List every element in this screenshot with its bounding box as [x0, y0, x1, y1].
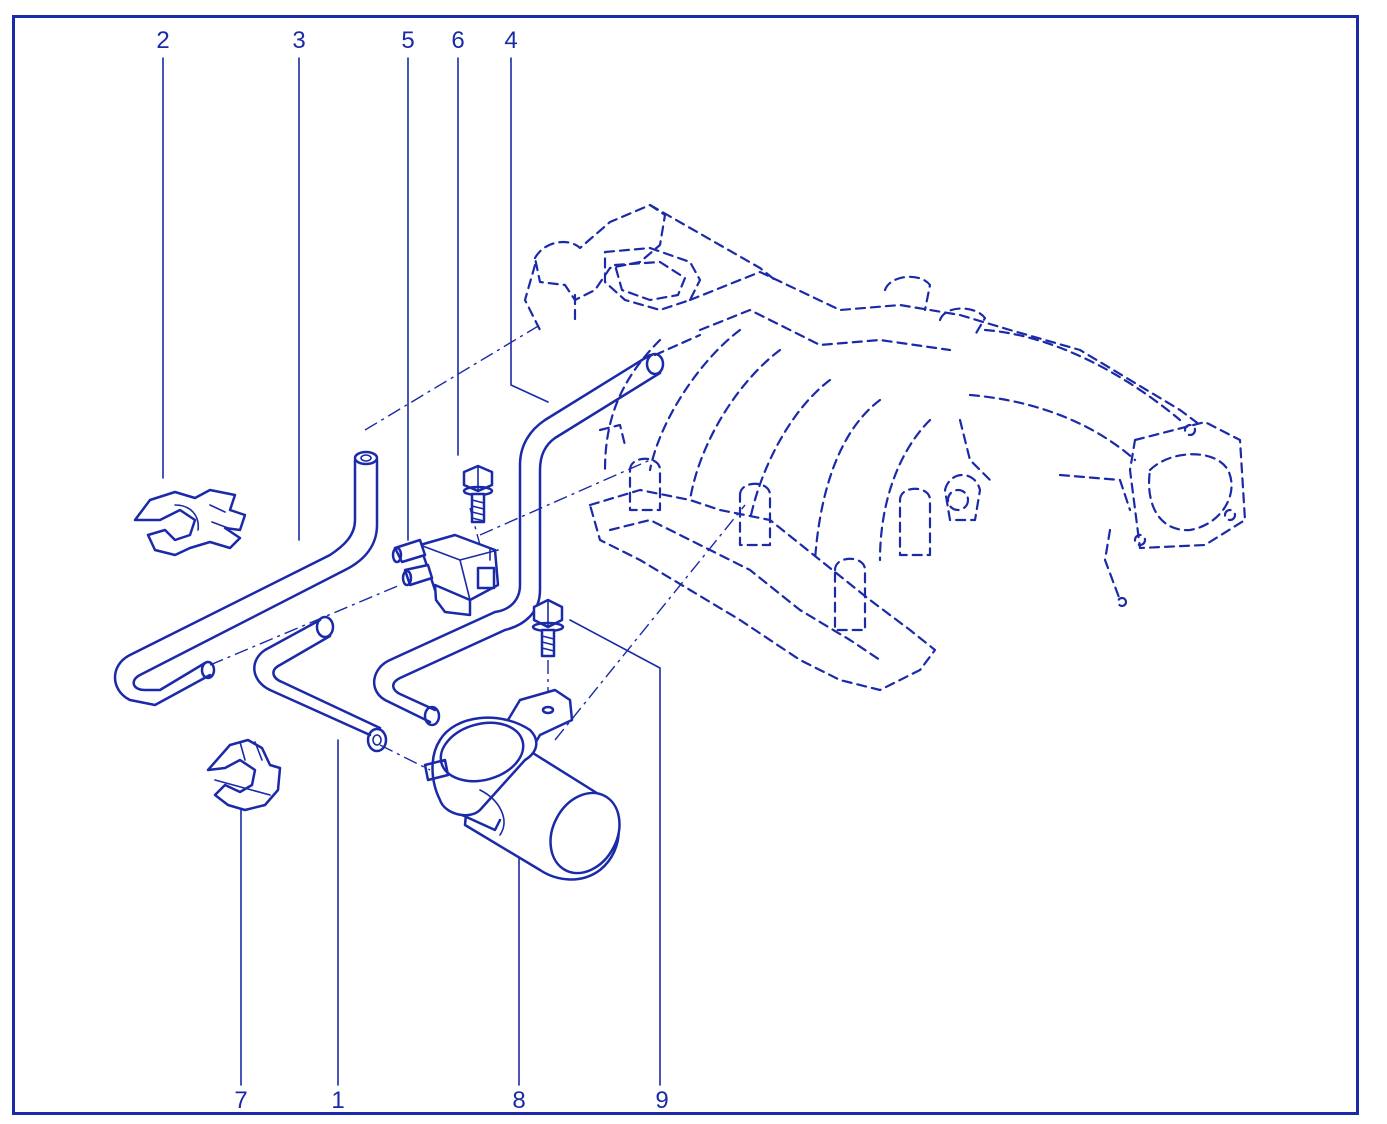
leader-lines: [162, 57, 661, 1086]
callout-2: 2: [156, 27, 169, 54]
vacuum-hose-4: [373, 352, 665, 727]
hose-clip-7: [206, 738, 282, 812]
callout-8: 8: [512, 1087, 525, 1114]
vacuum-canister-8: [423, 688, 621, 881]
callout-5: 5: [401, 27, 414, 54]
callout-9: 9: [655, 1087, 668, 1114]
callout-1: 1: [331, 1087, 344, 1114]
assembly-guides: [209, 324, 746, 771]
vacuum-hose-3: [113, 450, 379, 707]
intake-manifold: [523, 203, 1247, 692]
leader-4: [510, 57, 549, 403]
bolt-6: [462, 464, 494, 524]
callout-3: 3: [292, 27, 305, 54]
leader-9: [569, 619, 661, 1086]
callout-6: 6: [451, 27, 464, 54]
diagram-frame: [12, 15, 1359, 1115]
callout-7: 7: [234, 1087, 247, 1114]
bolt-9: [531, 598, 565, 658]
solenoid-valve-5: [391, 533, 500, 617]
vacuum-hose-1: [253, 615, 388, 753]
hose-clip-2: [133, 488, 247, 557]
callout-4: 4: [504, 27, 517, 54]
